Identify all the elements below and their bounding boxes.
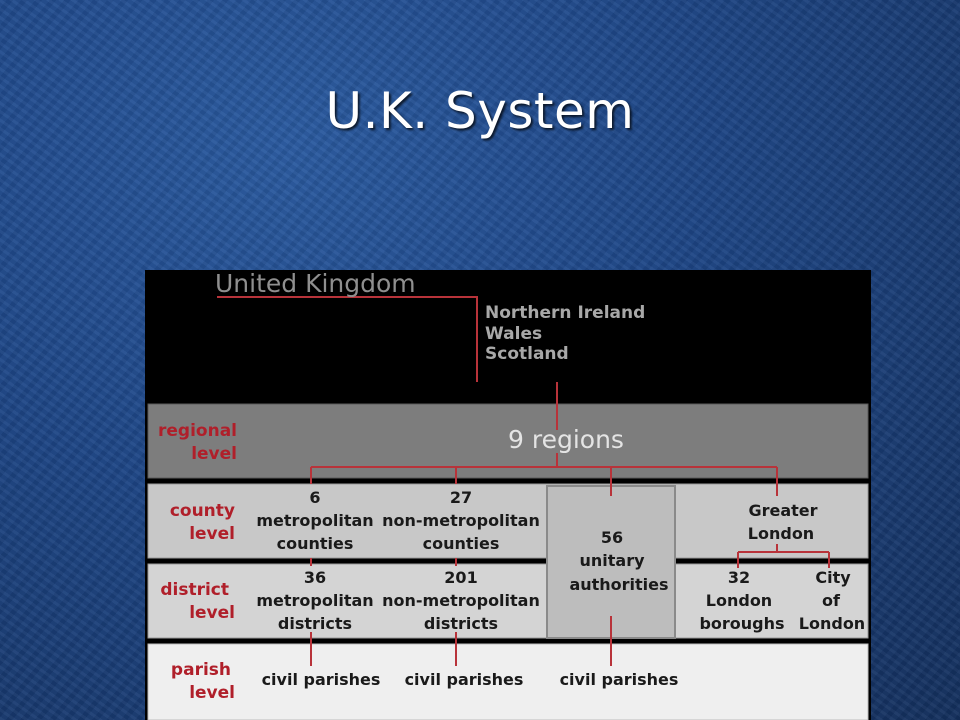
greater-london-line1: Greater — [748, 501, 817, 520]
nonmetro-counties-line2: non-metropolitan — [382, 511, 540, 530]
regions-node: 9 regions — [508, 425, 624, 454]
city-of-london-line2: of — [822, 591, 841, 610]
metro-districts-line2: metropolitan — [256, 591, 373, 610]
country-northern-ireland: Northern Ireland — [485, 303, 645, 323]
metro-counties-line2: metropolitan — [256, 511, 373, 530]
civil-parishes-nonmetro: civil parishes — [405, 670, 524, 689]
london-boroughs-count: 32 — [728, 568, 750, 587]
metro-counties-line3: counties — [277, 534, 354, 553]
district-level-label-line2: level — [189, 603, 235, 623]
metro-counties-count: 6 — [309, 488, 320, 507]
unitary-count: 56 — [601, 528, 623, 547]
regional-level-label-line2: level — [191, 444, 237, 464]
root-label: United Kingdom — [215, 270, 416, 298]
band-district — [147, 563, 869, 639]
diagram-canvas: United Kingdom Northern Ireland Wales Sc… — [147, 270, 869, 720]
band-parish — [147, 643, 869, 720]
country-wales: Wales — [485, 324, 542, 344]
band-regional — [147, 403, 869, 479]
connector-lines — [217, 296, 830, 666]
unitary-line2: unitary — [579, 551, 645, 570]
nonmetro-counties-line3: counties — [423, 534, 500, 553]
district-level-label-line1: district — [160, 580, 229, 600]
london-boroughs-line2: London — [706, 591, 772, 610]
greater-london-line2: London — [748, 524, 814, 543]
uk-system-diagram: United Kingdom Northern Ireland Wales Sc… — [145, 270, 871, 720]
city-of-london-line1: City — [815, 568, 851, 587]
regional-level-label-line1: regional — [158, 421, 237, 441]
slide-title: U.K. System — [325, 82, 635, 140]
parish-level-label-line1: parish — [171, 660, 231, 680]
london-boroughs-line3: boroughs — [699, 614, 784, 633]
country-scotland: Scotland — [485, 344, 569, 364]
band-county — [147, 483, 869, 559]
unitary-authorities-box — [546, 485, 676, 639]
city-of-london-line3: London — [799, 614, 865, 633]
metro-districts-count: 36 — [304, 568, 326, 587]
parish-level-label-line2: level — [189, 683, 235, 703]
nonmetro-counties-count: 27 — [450, 488, 472, 507]
civil-parishes-unitary: civil parishes — [560, 670, 679, 689]
metro-districts-line3: districts — [278, 614, 352, 633]
unitary-line3: authorities — [569, 575, 668, 594]
nonmetro-districts-count: 201 — [444, 568, 477, 587]
county-level-label-line2: level — [189, 524, 235, 544]
nonmetro-districts-line3: districts — [424, 614, 498, 633]
root-connector — [217, 296, 478, 382]
civil-parishes-metro: civil parishes — [262, 670, 381, 689]
county-level-label-line1: county — [170, 501, 235, 521]
nonmetro-districts-line2: non-metropolitan — [382, 591, 540, 610]
